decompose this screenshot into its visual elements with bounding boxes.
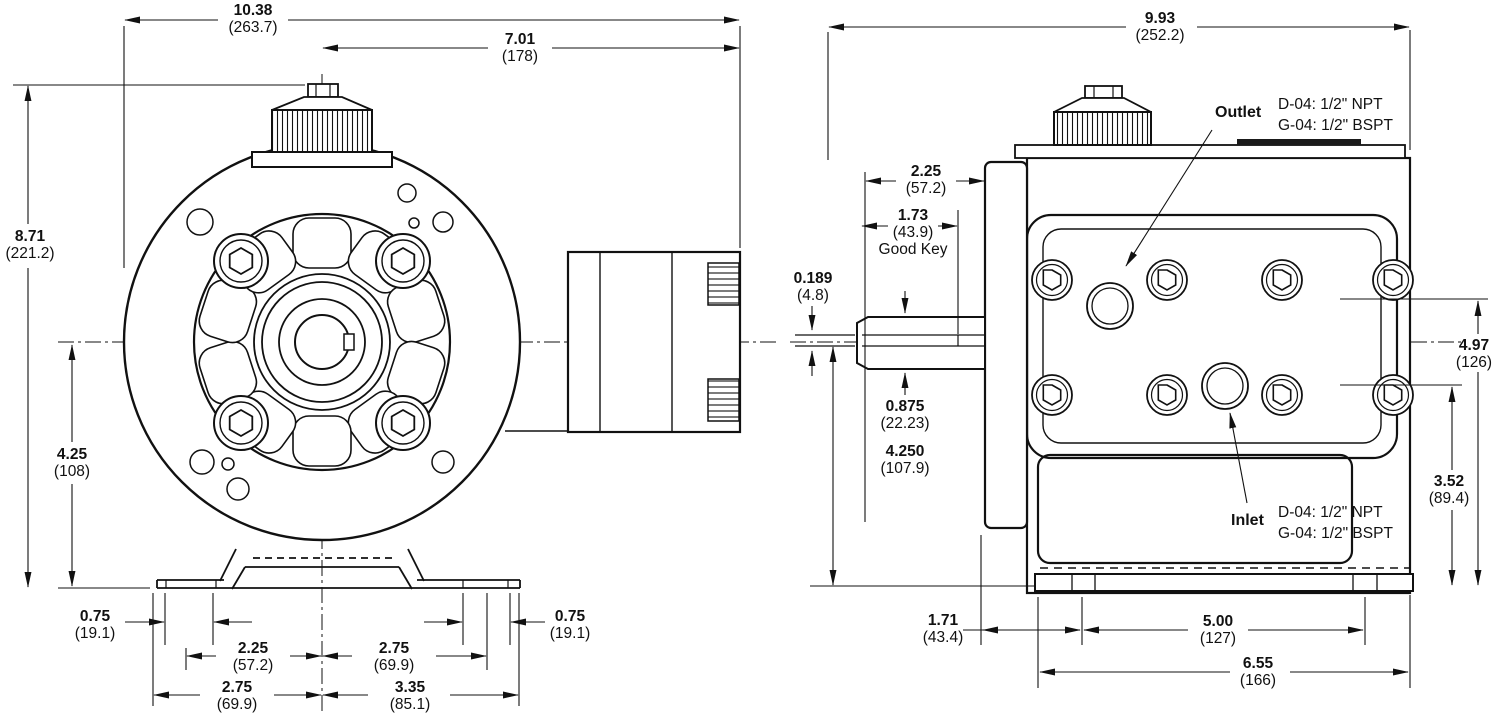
dim-front-base-right: 3.35 (85.1) [389, 679, 431, 713]
dim-front-center-to-right: 7.01 (178) [501, 31, 539, 65]
front-rib-top [707, 262, 740, 306]
dim-front-foot-right: 0.75 (19.1) [549, 608, 591, 642]
dim-front-foot-left: 0.75 (19.1) [74, 608, 116, 642]
side-valve-plate [1042, 228, 1382, 444]
side-sump [1036, 453, 1354, 565]
dim-side-base-length: 6.55 (166) [1239, 655, 1277, 689]
side-mounting-flange [983, 160, 1029, 530]
side-base-plate [1034, 573, 1414, 592]
dim-front-overall-height: 8.71 (221.2) [5, 228, 55, 262]
dim-side-shaft-length: 2.25 (57.2) [905, 163, 947, 197]
side-view [795, 85, 1414, 595]
dim-side-key-length: 1.73 (43.9) Good Key [878, 207, 948, 258]
front-motor-adapter [505, 250, 742, 434]
front-view [122, 83, 742, 590]
dim-front-center-to-base: 4.25 (108) [53, 446, 91, 480]
front-rib-bottom [707, 378, 740, 422]
outlet-callout-label: Outlet [1215, 104, 1262, 121]
dim-side-base-offset: 1.71 (43.4) [922, 612, 964, 646]
inlet-callout-label: Inlet [1231, 512, 1264, 529]
front-pressure-knob [251, 83, 393, 168]
dim-front-bolt-left: 2.25 (57.2) [232, 640, 274, 674]
outlet-port [1086, 282, 1134, 330]
dim-side-slot-spacing: 5.00 (127) [1199, 613, 1237, 647]
side-top-gasket [1237, 139, 1361, 145]
dim-front-overall-width: 10.38 (263.7) [228, 2, 278, 36]
side-shaft [795, 316, 986, 370]
side-top-plate [1014, 144, 1406, 159]
dim-side-inlet-height: 3.52 (89.4) [1428, 473, 1470, 507]
inlet-port [1201, 362, 1249, 410]
inlet-callout-ports: D-04: 1/2" NPT G-04: 1/2" BSPT [1278, 504, 1393, 542]
side-pressure-knob [1053, 85, 1152, 146]
dim-side-key-depth: 0.189 (4.8) [793, 270, 833, 304]
dim-front-base-left: 2.75 (69.9) [216, 679, 258, 713]
front-base [156, 548, 521, 590]
dim-side-outlet-height: 4.97 (126) [1455, 337, 1493, 371]
inlet-leader [1229, 412, 1248, 504]
outlet-leader [1125, 129, 1213, 267]
dim-side-shaft-diameter: 0.875 (22.23) [880, 398, 930, 432]
dim-front-bolt-right: 2.75 (69.9) [373, 640, 415, 674]
outlet-callout-ports: D-04: 1/2" NPT G-04: 1/2" BSPT [1278, 96, 1393, 134]
front-keyway [343, 333, 355, 351]
front-body-holes [186, 183, 455, 501]
front-hub [261, 281, 383, 403]
dimension-linework [13, 16, 1488, 706]
dim-side-center-height: 4.250 (107.9) [880, 443, 930, 477]
dim-side-overall-width: 9.93 (252.2) [1135, 10, 1185, 44]
